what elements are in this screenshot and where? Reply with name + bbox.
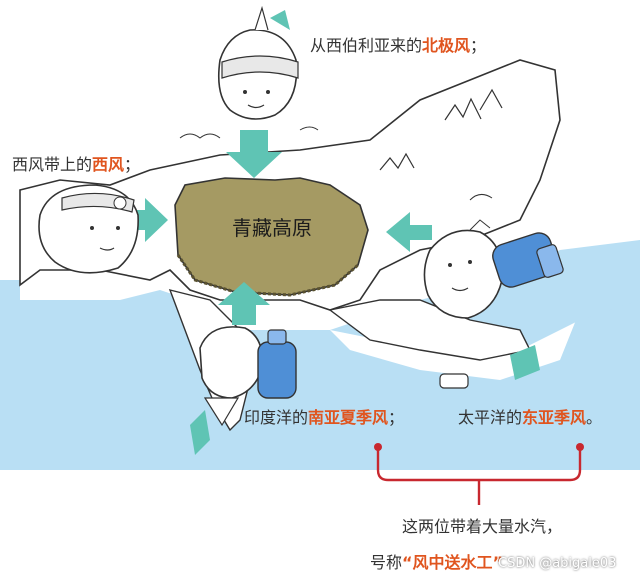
plateau-edge <box>176 254 359 297</box>
sea <box>0 280 640 470</box>
bracket-dot-right <box>576 443 584 451</box>
water-bottle-icon <box>492 232 564 288</box>
caption-bracket <box>376 445 582 505</box>
bracket-dot-left <box>374 443 382 451</box>
watermark: CSDN @abigale03 <box>498 556 617 571</box>
pacific-monsoon-label: 太平洋的东亚季风。 <box>458 408 603 427</box>
caption-line-2: 号称“风中送水工” <box>370 553 504 572</box>
arrow-arctic <box>226 130 282 178</box>
water-bottle-icon-2 <box>257 329 297 399</box>
westerly-wind-character <box>38 184 139 274</box>
arrow-indian <box>218 282 270 325</box>
arrow-tail-2 <box>190 410 210 455</box>
arrow-tail-3 <box>510 345 540 380</box>
arrow-westerly <box>118 198 168 242</box>
arrow-tail-1 <box>270 10 290 30</box>
arctic-wind-label: 从西伯利亚来的北极风； <box>310 36 487 55</box>
mountain-scribbles <box>179 126 493 231</box>
arrow-pacific <box>386 212 432 252</box>
caption-line-1: 这两位带着大量水汽， <box>402 517 563 536</box>
island <box>439 373 469 389</box>
east-coast <box>328 299 532 361</box>
indian-monsoon-label: 印度洋的南亚夏季风； <box>244 408 405 427</box>
westerly-wind-label: 西风带上的西风； <box>12 155 141 174</box>
plateau-label: 青藏高原 <box>232 216 312 240</box>
arctic-wind-character <box>217 5 299 120</box>
pacific-monsoon-character <box>423 229 504 319</box>
tibetan-plateau <box>174 177 369 296</box>
mountains <box>379 88 503 171</box>
